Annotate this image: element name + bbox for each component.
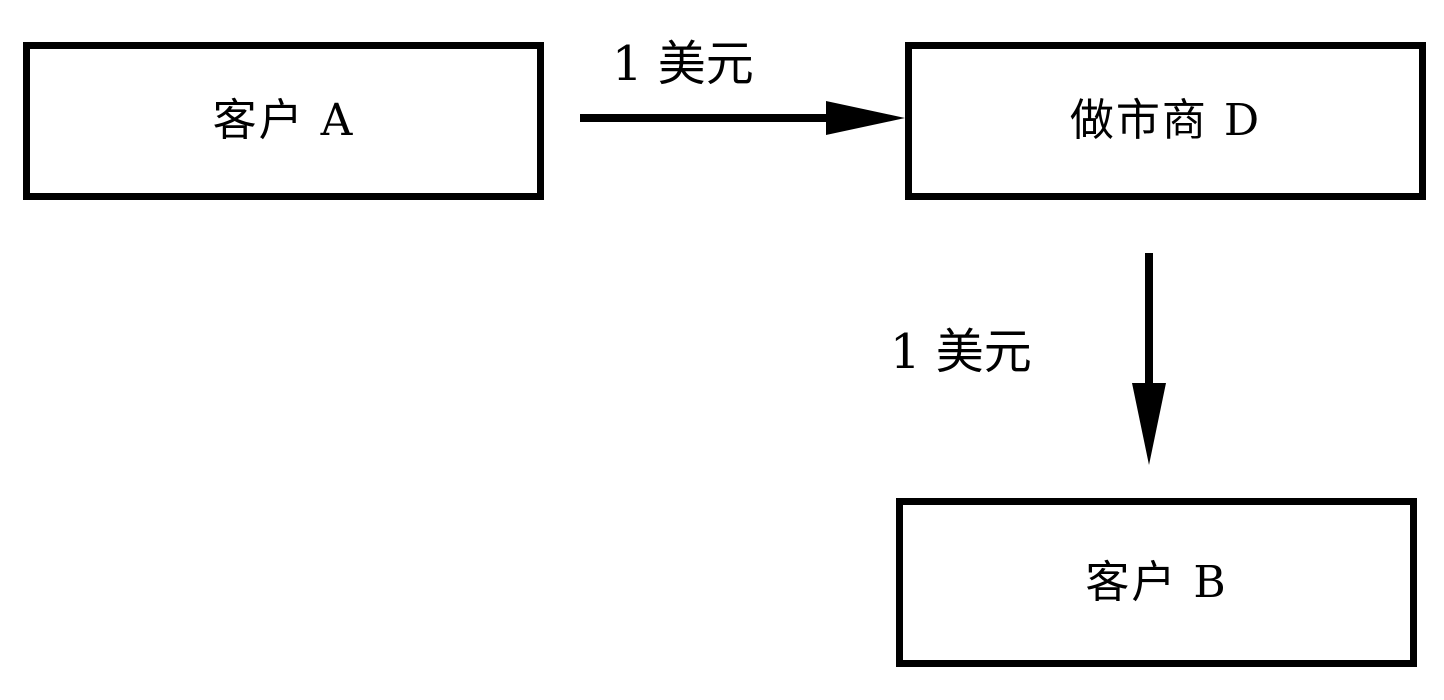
arrow-d-to-b <box>1132 253 1166 465</box>
market-maker-d-box: 做市商 D <box>905 42 1426 200</box>
arrow-a-to-d-head <box>826 101 905 135</box>
customer-a-label: 客户 A <box>212 95 355 146</box>
arrow-a-to-d <box>580 101 905 135</box>
customer-b-box: 客户 B <box>896 498 1417 667</box>
customer-a-box: 客户 A <box>23 42 544 200</box>
edge-label-d-to-b: 1 美元 <box>890 324 1032 380</box>
arrow-d-to-b-head <box>1132 383 1166 465</box>
edge-label-a-to-d: 1 美元 <box>612 36 754 92</box>
customer-b-label: 客户 B <box>1085 556 1228 608</box>
market-maker-d-label: 做市商 D <box>1069 95 1262 146</box>
